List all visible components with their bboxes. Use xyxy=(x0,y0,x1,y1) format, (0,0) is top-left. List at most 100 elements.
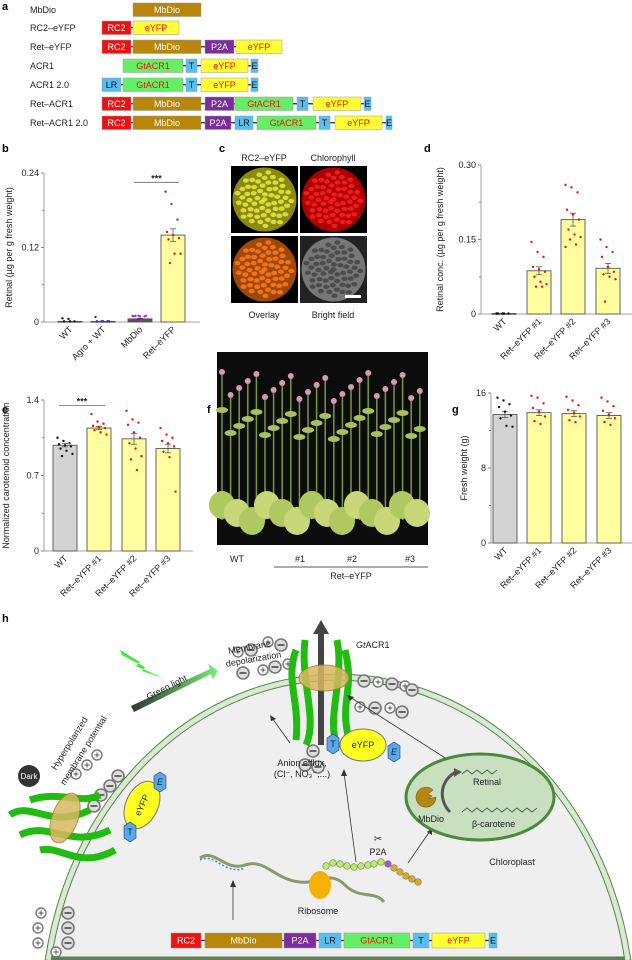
chloroplast-cell xyxy=(270,289,277,295)
bar xyxy=(492,414,518,544)
chloroplast-cell xyxy=(277,199,284,204)
data-point xyxy=(545,283,548,286)
minus-charge-icon xyxy=(298,758,312,772)
flower xyxy=(219,369,225,375)
bar xyxy=(160,234,186,323)
chloroplast-cell xyxy=(308,265,315,270)
construct-segment-mbdio-label: MbDio xyxy=(154,118,180,128)
data-point xyxy=(167,238,170,241)
y-tick-label: 0 xyxy=(471,309,476,319)
flower xyxy=(227,392,234,398)
data-point xyxy=(606,265,610,269)
chloroplast-cell xyxy=(327,269,334,275)
chloroplast-cell xyxy=(265,278,272,284)
chloroplast-cell xyxy=(269,244,276,250)
flower xyxy=(365,370,372,376)
data-point xyxy=(91,424,95,428)
plus-charge-icon xyxy=(262,636,274,648)
chloroplast-cell xyxy=(351,212,358,217)
data-point xyxy=(59,447,62,450)
data-point xyxy=(69,445,73,448)
construct-segment-eyfp-label: eYFP xyxy=(213,80,236,90)
construct-h-segment-t-label: T xyxy=(418,936,424,946)
chloroplast-cell xyxy=(239,265,246,270)
amino-acid-bead xyxy=(336,860,344,868)
leaf xyxy=(405,433,418,439)
construct-segment-lr-label: LR xyxy=(238,118,250,128)
data-point xyxy=(93,429,96,432)
construct-segment-mbdio xyxy=(132,115,202,130)
data-point xyxy=(56,436,59,439)
data-point xyxy=(61,317,64,320)
chloroplast-cell xyxy=(351,282,358,287)
chloroplast-cell xyxy=(334,240,341,245)
leaf xyxy=(310,420,323,426)
y-axis-label: Retinal conc. (µg per g fresh weight) xyxy=(435,167,445,312)
construct-segment-lr xyxy=(234,115,254,130)
significance-label: *** xyxy=(77,396,88,406)
leaf xyxy=(233,423,246,429)
plus-charge-icon xyxy=(81,759,93,771)
bar xyxy=(596,415,622,544)
chloroplast-cell xyxy=(329,213,336,218)
data-point xyxy=(135,468,139,472)
chloroplast-cell xyxy=(322,208,329,213)
construct-segment-t xyxy=(185,58,198,73)
leaf xyxy=(319,413,332,419)
data-point xyxy=(543,415,547,418)
chloroplast-cell xyxy=(271,200,278,206)
construct-segment-t-label: T xyxy=(300,99,306,109)
data-point xyxy=(531,406,535,410)
leaf xyxy=(327,436,340,442)
data-point xyxy=(499,417,502,420)
chloroplast-cell xyxy=(254,266,261,271)
data-point xyxy=(179,252,182,255)
data-point xyxy=(577,403,580,407)
data-point xyxy=(543,270,547,273)
ribosome-label: Ribosome xyxy=(298,906,339,916)
flower xyxy=(270,387,277,393)
data-point xyxy=(107,320,111,323)
plus-charge-icon xyxy=(70,768,82,780)
data-point xyxy=(612,404,615,408)
chloroplast-cell xyxy=(239,186,246,192)
data-point xyxy=(609,423,612,427)
chloroplast-cell xyxy=(323,284,330,290)
data-point xyxy=(540,285,544,288)
chloroplast-cell xyxy=(308,256,315,262)
chloroplast-cell xyxy=(259,275,266,281)
chloroplast-cell xyxy=(313,261,320,267)
chloroplast-cell xyxy=(309,214,316,219)
leaf xyxy=(413,426,426,432)
chloroplast-cell xyxy=(254,284,261,290)
minus-charge-icon xyxy=(395,705,409,719)
chloroplast-cell xyxy=(303,191,310,196)
data-point xyxy=(606,400,609,403)
data-point xyxy=(129,458,133,461)
chloroplast-cell xyxy=(333,217,340,222)
chloroplast-cell xyxy=(240,284,247,289)
amino-acid-bead xyxy=(396,868,404,876)
chloroplast-cell xyxy=(265,240,272,245)
chloroplast-cell xyxy=(260,283,267,288)
chloroplast-cell xyxy=(242,248,249,253)
amino-acid-bead xyxy=(322,862,330,870)
construct-segment-eyfp xyxy=(312,96,362,111)
flower xyxy=(416,388,423,394)
p2a-label: P2A xyxy=(369,847,386,857)
construct-h-segment-rc2-label: RC2 xyxy=(177,936,195,946)
chloroplast-cell xyxy=(334,180,341,185)
chloroplast-cell xyxy=(339,212,346,218)
data-point xyxy=(568,418,571,422)
data-point xyxy=(571,213,575,216)
chloroplast-cell xyxy=(341,256,348,261)
chloroplast-cell xyxy=(351,195,358,200)
data-point xyxy=(578,415,582,418)
flower xyxy=(408,395,415,401)
chloroplast-cell xyxy=(261,175,268,181)
data-point xyxy=(105,433,108,436)
data-point xyxy=(134,447,137,450)
chloroplast-cell xyxy=(255,179,262,184)
